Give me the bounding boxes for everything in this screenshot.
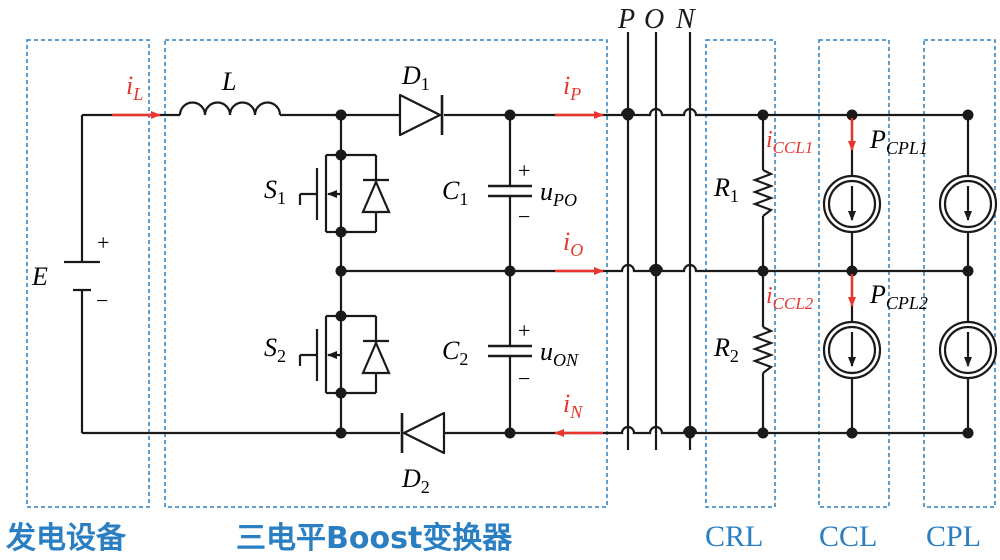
bus-label-o: O: [644, 4, 664, 35]
diode-d2: [400, 411, 446, 455]
battery-minus: −: [96, 288, 108, 313]
capacitor-c2: [488, 344, 532, 358]
caption-cpl: CPL: [926, 520, 981, 553]
bus-label-p: P: [617, 4, 635, 35]
capacitor-c1: [488, 184, 532, 198]
label-p-cpl1: PCPL1: [869, 125, 928, 158]
label-r1: R1: [713, 173, 739, 206]
label-i-n: iN: [563, 389, 583, 422]
switch-s1: [298, 153, 391, 234]
power-source-cpl2: [938, 320, 998, 380]
caption-ccl: CCL: [819, 520, 877, 553]
caption-converter: 三电平Boost变换器: [236, 521, 513, 556]
frame-ccl: [818, 39, 890, 508]
label-s1: S1: [264, 175, 286, 208]
label-s2: S2: [264, 333, 286, 366]
label-u-po: uPO: [540, 177, 577, 210]
label-u-on: uON: [540, 337, 579, 370]
label-i-ccl1: iCCL1: [766, 127, 813, 157]
resistor-r1: [751, 169, 775, 217]
junction-dots: [335, 109, 974, 439]
switch-s2: [298, 314, 391, 395]
current-source-ccl1: [822, 174, 882, 234]
u-on-plus: +: [518, 318, 530, 343]
diode-d1: [398, 93, 444, 137]
label-i-p: iP: [563, 71, 581, 104]
frame-crl: [705, 39, 776, 508]
label-i-o: iO: [563, 227, 583, 260]
caption-crl: CRL: [705, 520, 763, 553]
resistor-r2: [751, 326, 775, 374]
label-c1: C1: [442, 176, 468, 209]
power-source-cpl1: [938, 174, 998, 234]
battery-plus: +: [97, 230, 109, 255]
label-d2: D2: [401, 464, 430, 497]
u-on-minus: −: [518, 366, 530, 391]
battery-symbol: [64, 260, 100, 292]
label-e: E: [31, 262, 48, 291]
label-p-cpl2: PCPL2: [869, 280, 928, 313]
label-l: L: [221, 67, 236, 96]
frame-cpl: [923, 39, 996, 508]
label-c2: C2: [442, 336, 468, 369]
u-po-plus: +: [518, 158, 530, 183]
bus-label-n: N: [675, 4, 696, 35]
caption-source: 发电设备: [5, 521, 127, 556]
label-i-ccl2: iCCL2: [766, 283, 814, 313]
inductor-coil: [178, 101, 282, 116]
frame-converter: [164, 39, 608, 508]
label-i-l: iL: [126, 71, 143, 104]
label-d1: D1: [401, 61, 430, 94]
u-po-minus: −: [518, 204, 530, 229]
label-r2: R2: [713, 333, 739, 366]
current-source-ccl2: [822, 320, 882, 380]
